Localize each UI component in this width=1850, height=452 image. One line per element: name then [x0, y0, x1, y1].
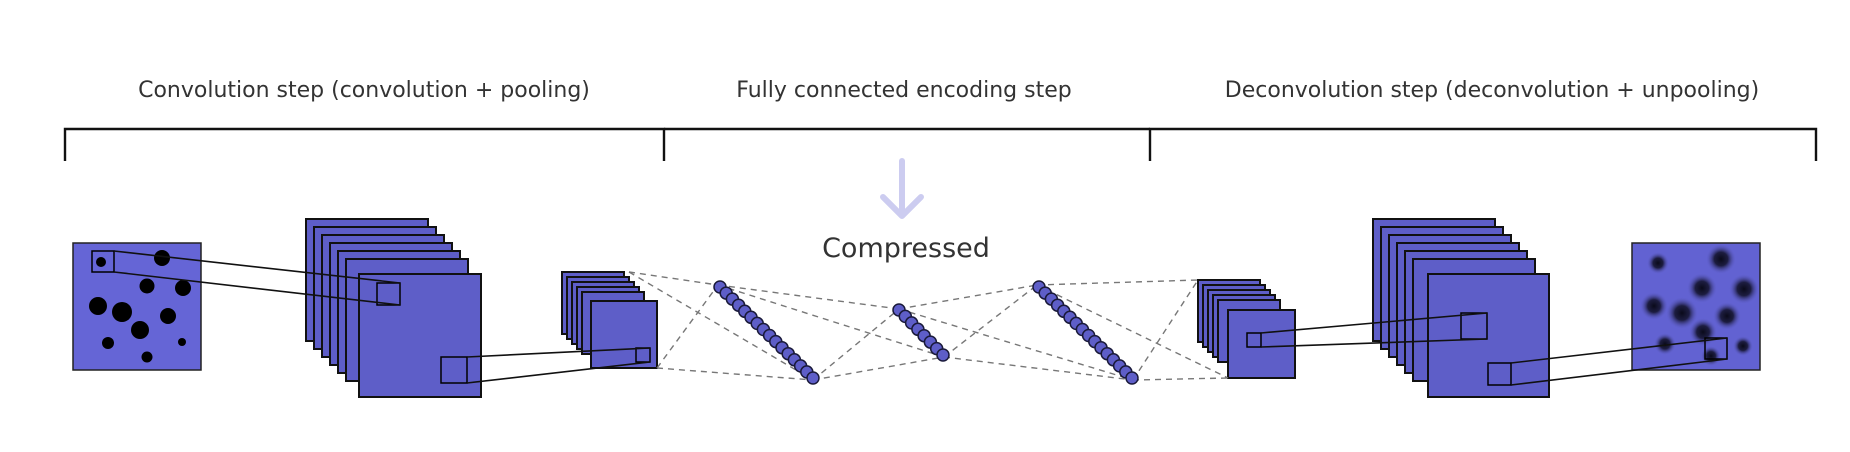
compressed-label: Compressed	[822, 233, 990, 264]
deconvolution-bracket	[1148, 127, 1818, 161]
fully-connected-lines	[628, 271, 1229, 381]
deconv-feature-stack-1	[1197, 279, 1296, 379]
neuron	[806, 371, 820, 385]
neuron	[936, 348, 950, 362]
conv-feature-stack-1	[305, 218, 482, 398]
encoding-step-label: Fully connected encoding step	[736, 78, 1071, 103]
decoder-fc-layer	[1032, 280, 1139, 385]
input-image	[72, 242, 202, 371]
section-brackets	[63, 127, 1818, 161]
convolution-step-label: Convolution step (convolution + pooling)	[138, 78, 590, 103]
code-layer	[892, 303, 950, 362]
compressed-arrow-icon	[880, 158, 924, 219]
output-image	[1631, 242, 1761, 371]
convolution-bracket	[63, 127, 666, 161]
deconvolution-step-label: Deconvolution step (deconvolution + unpo…	[1225, 78, 1759, 103]
conv-feature-stack-2	[561, 271, 658, 369]
deconv-feature-stack-2	[1372, 218, 1550, 398]
encoder-fc-layer	[713, 280, 820, 385]
neuron	[1125, 371, 1139, 385]
receptive-field-lines	[113, 250, 1728, 386]
